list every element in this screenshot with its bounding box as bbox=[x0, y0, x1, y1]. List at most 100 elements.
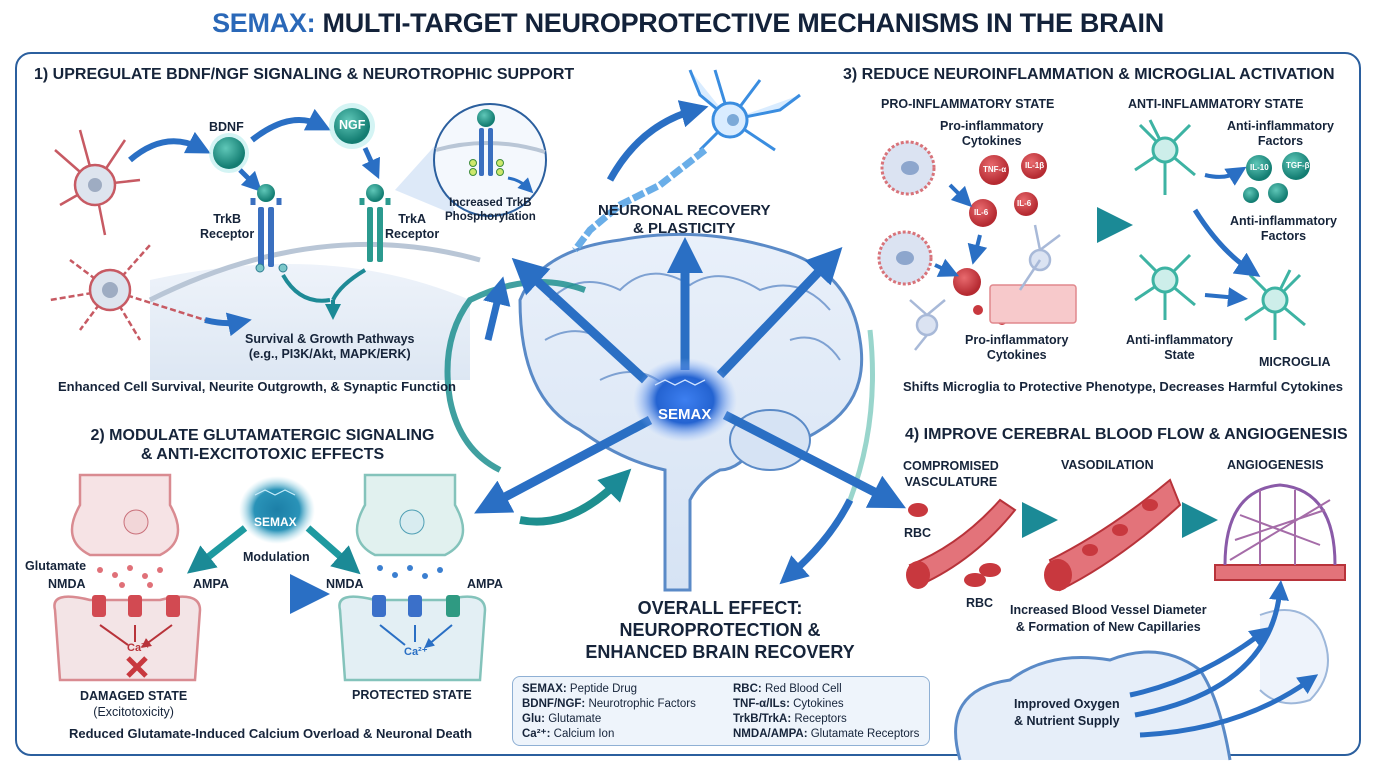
overall-line3: ENHANCED BRAIN RECOVERY bbox=[585, 642, 855, 662]
legend-def: Calcium Ion bbox=[550, 728, 615, 740]
trka-line1: TrkA bbox=[398, 212, 426, 226]
section2-heading: 2) MODULATE GLUTAMATERGIC SIGNALING& ANT… bbox=[90, 426, 435, 464]
angiogenesis-label: ANGIOGENESIS bbox=[1227, 458, 1324, 472]
legend-term: SEMAX: bbox=[522, 683, 567, 695]
arrow-to-upper-left bbox=[511, 257, 649, 384]
damaged-line1: DAMAGED STATE bbox=[80, 689, 188, 703]
oxygen-supply-label: Improved Oxygen& Nutrient Supply bbox=[1014, 696, 1120, 730]
section3-artwork bbox=[877, 119, 1310, 351]
section1-artwork bbox=[49, 103, 547, 380]
arrow-to-lower-left bbox=[474, 416, 653, 514]
legend-item: RBC: Red Blood Cell bbox=[733, 682, 919, 697]
legend-item: Ca²⁺: Calcium Ion bbox=[522, 727, 696, 742]
arrow-teal-curve bbox=[519, 468, 632, 526]
neuron-recovery-icon bbox=[572, 69, 801, 253]
section4-artwork bbox=[906, 478, 1346, 761]
cytokine-il1b-icon bbox=[1021, 153, 1047, 179]
ngf-label: NGF bbox=[339, 118, 366, 132]
oxygen-line2: & Nutrient Supply bbox=[1014, 714, 1120, 728]
page-title: SEMAX: MULTI-TARGET NEUROPROTECTIVE MECH… bbox=[0, 8, 1376, 39]
section2-artwork bbox=[53, 473, 487, 682]
arrow-bdnf-to-trkb bbox=[238, 168, 263, 193]
trkb-receptor-icon bbox=[250, 184, 288, 273]
legend-item: TNF-α/ILs: Cytokines bbox=[733, 697, 919, 712]
anti-mid-line2: Factors bbox=[1260, 229, 1307, 243]
vessel-compromised bbox=[908, 498, 1017, 587]
anti-mid-line1: Anti-inflammatory bbox=[1230, 214, 1337, 228]
pathways-line2: (e.g., PI3K/Akt, MAPK/ERK) bbox=[248, 347, 411, 361]
legend-left-column: SEMAX: Peptide Drug BDNF/NGF: Neurotroph… bbox=[522, 682, 696, 742]
compromised-line2: VASCULATURE bbox=[904, 475, 998, 489]
cell-membrane bbox=[148, 241, 481, 303]
synapse-protected-illustration bbox=[338, 473, 487, 682]
bdnf-molecule-icon bbox=[213, 137, 245, 169]
legend-term: Ca²⁺: bbox=[522, 728, 551, 740]
il10-label: IL-10 bbox=[1250, 163, 1269, 172]
vasodilation-label: VASODILATION bbox=[1061, 458, 1154, 472]
compromised-vasculature-label: COMPROMISED VASCULATURE bbox=[903, 458, 999, 490]
neuron-healthy-icon bbox=[54, 129, 141, 236]
inset-line1: Increased TrkB bbox=[449, 197, 532, 209]
diagram-frame bbox=[15, 52, 1361, 756]
blood-vessel-inflamed bbox=[989, 284, 1077, 324]
arrow-semax-to-protected bbox=[305, 525, 361, 575]
legend-item: NMDA/AMPA: Glutamate Receptors bbox=[733, 727, 919, 742]
vessel-base bbox=[1214, 564, 1346, 581]
pro-bottom-line1: Pro-inflammatory bbox=[965, 333, 1069, 347]
section1-heading: 1) UPREGULATE BDNF/NGF SIGNALING & NEURO… bbox=[34, 66, 575, 83]
vessel-diameter-caption: Increased Blood Vessel Diameter& Formati… bbox=[1010, 602, 1207, 636]
ampa-damaged-label: AMPA bbox=[193, 577, 229, 591]
center-brain-artwork bbox=[444, 232, 907, 592]
glutamate-label: Glutamate bbox=[25, 559, 87, 573]
legend-def: Receptors bbox=[791, 713, 847, 725]
arrow-receptors-to-pathways bbox=[281, 268, 367, 303]
vessel-caption-line2: & Formation of New Capillaries bbox=[1015, 620, 1201, 634]
trka-receptor-icon bbox=[359, 184, 391, 262]
death-x-icon bbox=[126, 656, 148, 678]
arrow-neuron-to-bdnf bbox=[128, 131, 211, 163]
semax-glow-icon bbox=[633, 358, 737, 442]
rbc-label-2: RBC bbox=[966, 596, 994, 610]
section3-caption: Shifts Microglia to Protective Phenotype… bbox=[903, 379, 1343, 394]
overall-line1: OVERALL EFFECT: bbox=[637, 598, 803, 618]
legend-def: Neurotrophic Factors bbox=[585, 698, 696, 710]
cell-body-background bbox=[150, 264, 470, 380]
rbc-cell-icon bbox=[908, 503, 928, 517]
protected-state-label: PROTECTED STATE bbox=[352, 688, 472, 702]
neuron-damaged-icon bbox=[49, 244, 206, 341]
nmda-damaged-label: NMDA bbox=[48, 577, 86, 591]
synapse-damaged-illustration bbox=[53, 473, 202, 682]
legend-def: Glutamate Receptors bbox=[807, 728, 920, 740]
pro-inflammatory-state-label: PRO-INFLAMMATORY STATE bbox=[881, 97, 1055, 111]
legend-def: Glutamate bbox=[545, 713, 602, 725]
section3-heading: 3) REDUCE NEUROINFLAMMATION & MICROGLIAL… bbox=[843, 66, 1335, 83]
arrow-to-upper-right bbox=[716, 246, 843, 379]
legend-right-column: RBC: Red Blood Cell TNF-α/ILs: Cytokines… bbox=[733, 682, 919, 742]
section2-semax-label: SEMAX bbox=[254, 515, 297, 529]
pro-top-line2: Cytokines bbox=[961, 134, 1022, 148]
pro-top-line1: Pro-inflammatory bbox=[940, 119, 1044, 133]
anti-top-line1: Anti-inflammatory bbox=[1227, 119, 1334, 133]
overall-line2: NEUROPROTECTION & bbox=[619, 620, 821, 640]
legend-item: TrkB/TrkA: Receptors bbox=[733, 712, 919, 727]
il6b-label: IL-6 bbox=[1017, 199, 1032, 208]
arrow-ngf-to-trka bbox=[361, 146, 380, 180]
anti-state-line1: Anti-inflammatory bbox=[1126, 333, 1233, 347]
section4-heading: 4) IMPROVE CEREBRAL BLOOD FLOW & ANGIOGE… bbox=[905, 426, 1348, 443]
tgfb-label: TGF-β bbox=[1286, 161, 1310, 170]
semax-radiating-arrows bbox=[474, 237, 907, 514]
survival-pathways-label: Survival & Growth Pathways(e.g., PI3K/Ak… bbox=[245, 332, 415, 362]
modulation-label: Modulation bbox=[243, 550, 310, 564]
compromised-line1: COMPROMISED bbox=[903, 459, 999, 473]
il6-label: IL-6 bbox=[974, 208, 989, 217]
il1b-label: IL-1β bbox=[1025, 161, 1045, 170]
section2-heading-line2: & ANTI-EXCITOTOXIC EFFECTS bbox=[140, 446, 385, 463]
legend-item: BDNF/NGF: Neurotrophic Factors bbox=[522, 697, 696, 712]
oxygen-supply-arrows bbox=[1129, 580, 1319, 738]
